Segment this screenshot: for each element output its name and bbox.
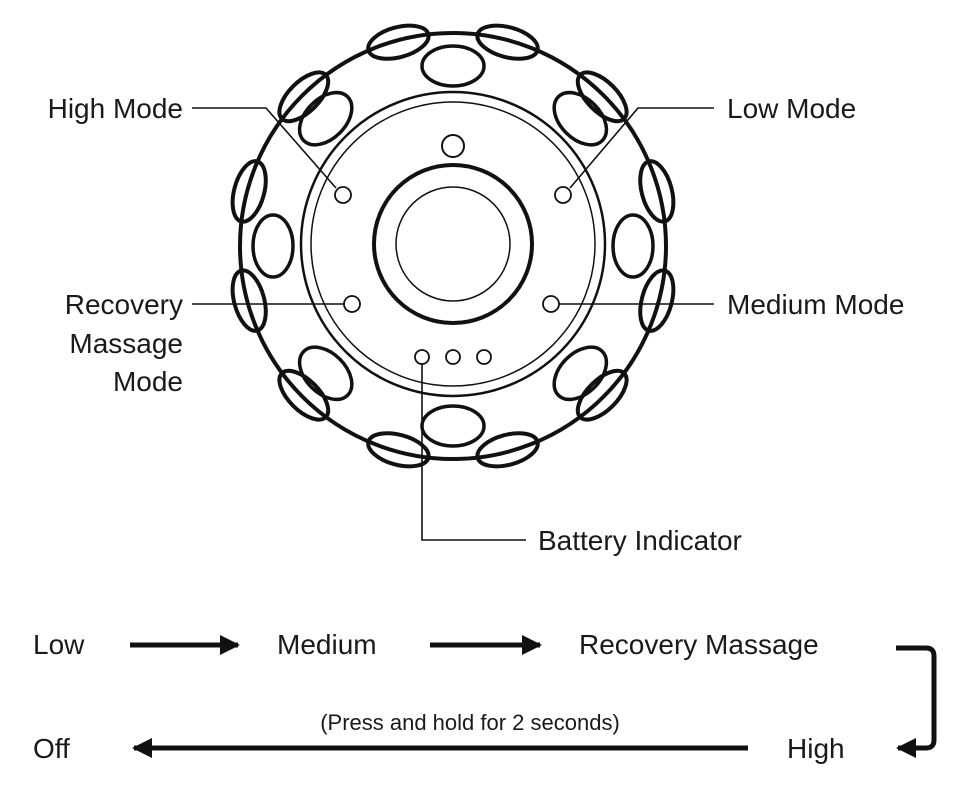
rim-nodule	[475, 431, 540, 469]
high-mode-label: High Mode	[48, 93, 183, 124]
rim-nodule	[277, 70, 331, 124]
sequence-recovery-massage: Recovery Massage	[579, 629, 819, 660]
rim-nodule	[638, 159, 676, 224]
rim-nodule	[575, 368, 629, 422]
battery-indicator-label: Battery Indicator	[538, 525, 742, 556]
face-nodule	[611, 213, 655, 279]
top-indicator-light	[441, 134, 465, 158]
control-ring-inner	[310, 101, 596, 387]
recovery-mode-label-line-1: Recovery	[65, 289, 183, 320]
battery-light-3	[476, 349, 492, 365]
rim-nodule	[575, 70, 629, 124]
leader-lines	[192, 107, 714, 541]
face-nodule	[552, 90, 609, 147]
control-ring-outer	[299, 90, 607, 398]
center-button-inner	[395, 186, 511, 302]
face-nodule	[251, 213, 295, 279]
sequence-off: Off	[33, 733, 70, 764]
low-mode-light	[554, 186, 572, 204]
rim-nodule	[366, 431, 431, 469]
face-nodule	[297, 90, 354, 147]
medium-mode-label: Medium Mode	[727, 289, 904, 320]
rim-nodule	[230, 159, 268, 224]
rim-nodule	[366, 23, 431, 61]
battery-light-2	[445, 349, 461, 365]
massage-ball-device	[230, 23, 676, 469]
sequence-low: Low	[33, 629, 85, 660]
center-button-outer	[372, 163, 534, 325]
recovery-mode-light	[343, 295, 361, 313]
sequence-medium: Medium	[277, 629, 377, 660]
rim-nodule	[475, 23, 540, 61]
medium-mode-light	[542, 295, 560, 313]
massage-nodules	[230, 23, 676, 469]
recovery-mode-label-line-2: Massage	[69, 328, 183, 359]
rim-nodule	[638, 268, 676, 333]
arrow-recovery-to-high	[896, 645, 937, 758]
rim-nodule	[230, 268, 268, 333]
face-nodule	[297, 345, 354, 402]
low-mode-leader	[569, 107, 714, 189]
high-mode-leader	[192, 107, 337, 189]
device-outer-shell	[238, 31, 668, 461]
battery-light-1	[414, 349, 430, 365]
face-nodule	[420, 44, 486, 88]
rim-nodule	[277, 368, 331, 422]
face-nodule	[552, 345, 609, 402]
face-nodule	[420, 404, 486, 448]
low-mode-label: Low Mode	[727, 93, 856, 124]
battery-indicator-leader	[421, 364, 526, 541]
press-hold-note: (Press and hold for 2 seconds)	[320, 710, 620, 735]
mode-sequence: Low Medium Recovery Massage High Off (Pr…	[33, 629, 937, 764]
recovery-mode-label-line-3: Mode	[113, 366, 183, 397]
high-mode-light	[334, 186, 352, 204]
sequence-high: High	[787, 733, 845, 764]
